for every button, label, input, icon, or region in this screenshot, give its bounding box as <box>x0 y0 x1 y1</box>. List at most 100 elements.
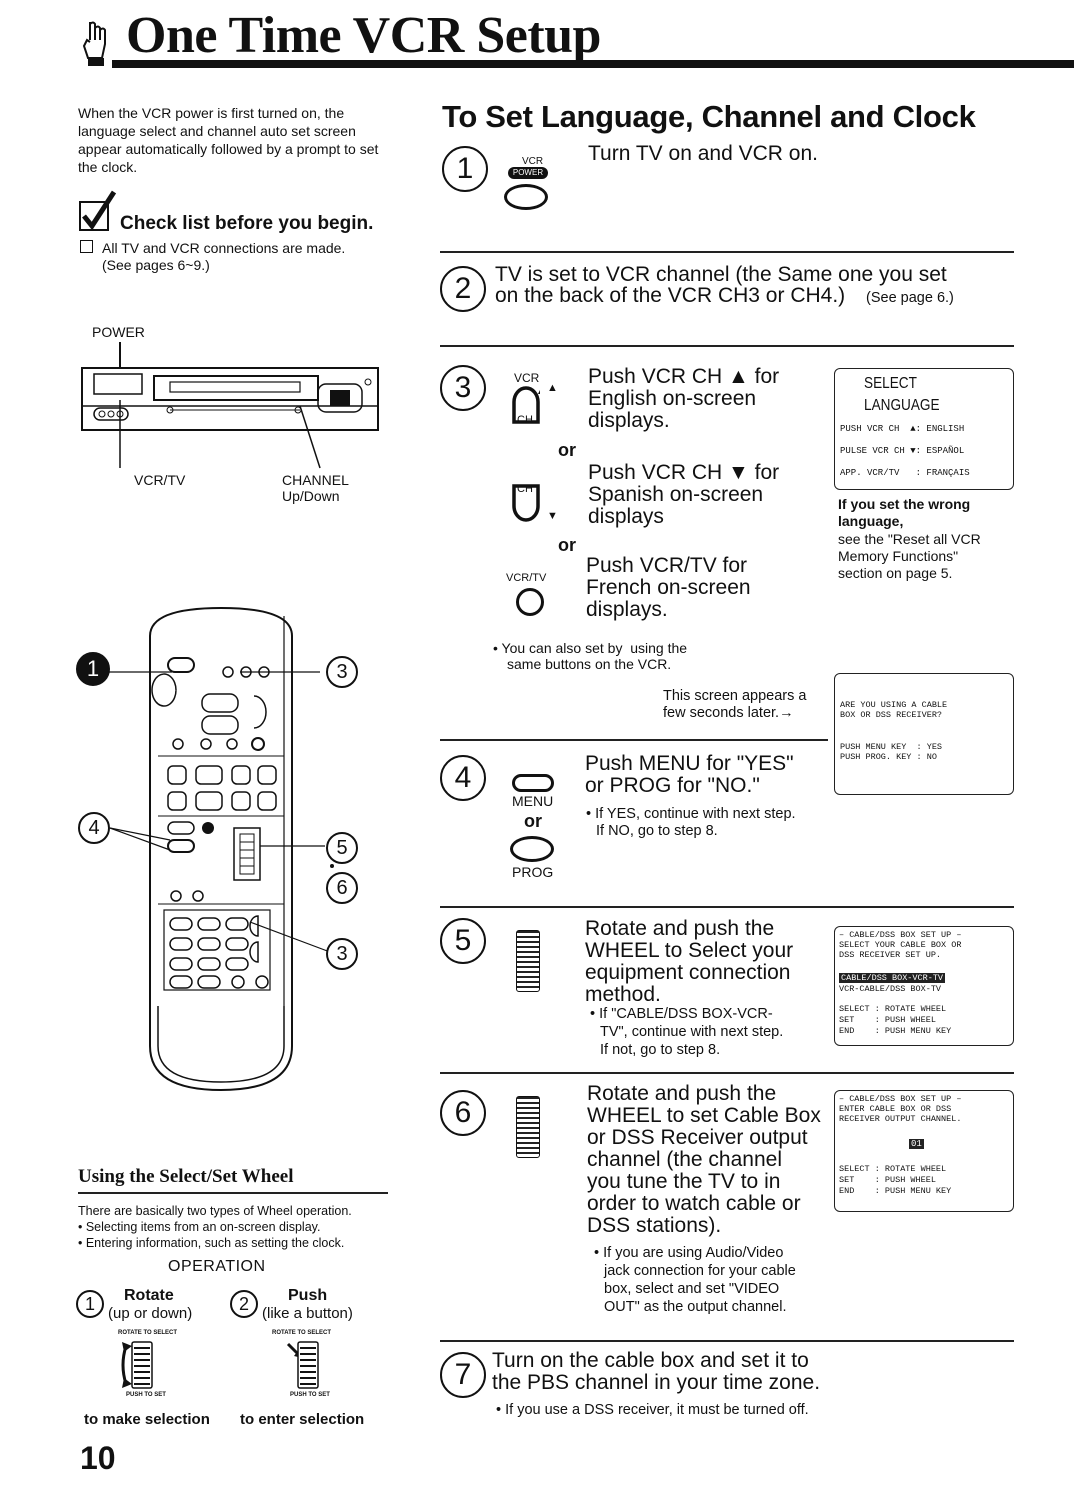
vcrtv-button[interactable] <box>516 588 544 616</box>
remote-callout-3b: 3 <box>326 938 358 970</box>
appears-line-1: This screen appears a <box>663 688 807 704</box>
step-3-ch-label-1: CH <box>517 414 533 426</box>
wrong-language-line-3: section on page 5. <box>838 565 953 581</box>
step-1-number: 1 <box>442 146 488 192</box>
set-wheel-icon-2[interactable] <box>516 1096 540 1158</box>
page-number: 10 <box>80 1440 116 1476</box>
power-button[interactable]: POWER <box>508 167 548 179</box>
set-wheel-icon[interactable] <box>516 930 540 992</box>
wheel-intro: There are basically two types of Wheel o… <box>78 1204 352 1218</box>
vcrtv-label: VCR/TV <box>134 472 186 488</box>
channel-sub-label: Up/Down <box>282 488 340 504</box>
wheel-top-label-2: ROTATE TO SELECT <box>272 1330 332 1336</box>
step-3-opt1-l1: Push VCR CH ▲ for <box>588 365 780 388</box>
title-rule <box>112 60 1074 68</box>
cable-screen-line-2: BOX OR DSS RECEIVER? <box>840 710 943 720</box>
step-2-ref: (See page 6.) <box>866 290 954 306</box>
step-1-rule <box>440 251 1014 253</box>
step-4-note-1: • If YES, continue with next step. <box>586 806 796 822</box>
step-3-opt2-l2: Spanish on-screen <box>588 483 764 506</box>
appears-line-2: few seconds later.→ <box>663 705 794 721</box>
step-3-or-1: or <box>558 440 576 460</box>
cable-setup-1-title: – CABLE/DSS BOX SET UP – <box>839 930 962 940</box>
wrong-language-line-2: Memory Functions" <box>838 548 959 564</box>
step-6-line-7: DSS stations). <box>587 1214 722 1237</box>
remote-callout-6: 6 <box>326 872 358 904</box>
step-3-opt2-l3: displays <box>588 505 664 528</box>
step-3-number: 3 <box>440 365 486 411</box>
wheel-heading-rule <box>78 1192 388 1194</box>
step-6-note-1: • If you are using Audio/Video <box>594 1245 784 1261</box>
rotate-caption: to make selection <box>84 1411 210 1428</box>
checkbox-icon <box>80 240 93 253</box>
checklist-ref: (See pages 6~9.) <box>102 257 210 273</box>
step-4-rule <box>440 906 1014 908</box>
cable-setup-1-line-2: DSS RECEIVER SET UP. <box>839 950 942 960</box>
menu-button[interactable] <box>512 774 554 792</box>
op1-title: Rotate <box>124 1287 174 1304</box>
checkmark-icon <box>78 190 118 234</box>
channel-label: CHANNEL <box>282 472 349 488</box>
step-6-line-3: or DSS Receiver output <box>587 1126 808 1149</box>
ch-up-arrow-icon: ▲ <box>547 382 558 394</box>
step-7-note: • If you use a DSS receiver, it must be … <box>496 1402 809 1418</box>
op2-sub: (like a button) <box>262 1305 353 1322</box>
cable-setup-1-line-3: VCR-CABLE/DSS BOX-TV <box>839 984 942 994</box>
step-6-line-4: channel (the channel <box>587 1148 782 1171</box>
power-oval-button[interactable] <box>504 184 548 210</box>
cable-setup-screen-2: – CABLE/DSS BOX SET UP – ENTER CABLE BOX… <box>834 1090 1014 1212</box>
cable-setup-1-line-4: SELECT : ROTATE WHEEL <box>839 1004 947 1014</box>
step-1-text: Turn TV on and VCR on. <box>588 142 818 165</box>
step-4-number: 4 <box>440 755 486 801</box>
step-4-line-2: or PROG for "NO." <box>585 774 760 797</box>
step-6-note-2: jack connection for your cable <box>604 1263 796 1279</box>
step-1-vcr-label: VCR <box>522 156 544 167</box>
main-heading: To Set Language, Channel and Clock <box>442 99 976 134</box>
cable-setup-2-channel-row: 01 <box>909 1138 1009 1150</box>
cable-setup-1-line-5: SET : PUSH WHEEL <box>839 1015 936 1025</box>
select-language-screen: SELECT LANGUAGE PUSH VCR CH ▲: ENGLISH P… <box>834 368 1014 490</box>
wheel-top-label-1: ROTATE TO SELECT <box>118 1330 178 1336</box>
remote-callout-4: 4 <box>78 812 110 844</box>
step-2-rule <box>440 345 1014 347</box>
cable-setup-1-line-6: END : PUSH MENU KEY <box>839 1026 952 1036</box>
step-4-or: or <box>524 811 542 831</box>
step-2-line-1: TV is set to VCR channel (the Same one y… <box>495 263 947 286</box>
select-language-line-2: PULSE VCR CH ▼: ESPAÑOL <box>840 446 965 456</box>
step-6-line-6: order to watch cable or <box>587 1192 801 1215</box>
cable-setup-1-line-1: SELECT YOUR CABLE BOX OR <box>839 940 962 950</box>
step-5-line-2: WHEEL to Select your <box>585 939 794 962</box>
step-6-rule <box>440 1340 1014 1342</box>
cable-screen-line-1: ARE YOU USING A CABLE <box>840 700 948 710</box>
step-3-vcr-label: VCR <box>514 371 540 385</box>
op2-number: 2 <box>230 1290 258 1318</box>
remote-callout-lines <box>90 650 340 970</box>
select-language-line-1: PUSH VCR CH ▲: ENGLISH <box>840 424 965 434</box>
cable-screen-line-3: PUSH MENU KEY : YES <box>840 742 943 752</box>
step-3-opt3-l1: Push VCR/TV for <box>586 554 748 577</box>
step-3-opt3-l3: displays. <box>586 598 668 621</box>
cable-screen-line-4: PUSH PROG. KEY : NO <box>840 752 937 762</box>
wrong-language-heading: If you set the wrong language, <box>838 496 971 529</box>
push-caption: to enter selection <box>240 1411 365 1428</box>
step-3-or-2: or <box>558 535 576 555</box>
step-2-line-2: on the back of the VCR CH3 or CH4.) <box>495 284 846 307</box>
wheel-bullet-2: • Entering information, such as setting … <box>78 1236 345 1250</box>
rotate-wheel-icon <box>118 1340 158 1390</box>
cable-setup-2-channel: 01 <box>909 1139 924 1149</box>
step-3-opt1-l3: displays. <box>588 409 670 432</box>
step-5-note-3: If not, go to step 8. <box>600 1042 721 1058</box>
step-6-number: 6 <box>440 1090 486 1136</box>
wheel-bottom-label-2: PUSH TO SET <box>290 1392 330 1398</box>
step-5-line-1: Rotate and push the <box>585 917 775 940</box>
cable-setup-2-line-2: RECEIVER OUTPUT CHANNEL. <box>839 1114 962 1124</box>
checklist-item: All TV and VCR connections are made. <box>102 240 346 256</box>
step-6-line-2: WHEEL to set Cable Box <box>587 1104 821 1127</box>
intro-text: When the VCR power is first turned on, t… <box>78 105 379 175</box>
cable-setup-2-line-4: SET : PUSH WHEEL <box>839 1175 936 1185</box>
prog-button[interactable] <box>510 836 554 862</box>
step-7-line-2: the PBS channel in your time zone. <box>492 1371 821 1394</box>
select-language-line-3: APP. VCR/TV : FRANÇAIS <box>840 468 970 478</box>
push-wheel-icon <box>284 1340 324 1390</box>
ch-down-button[interactable] <box>512 484 540 522</box>
